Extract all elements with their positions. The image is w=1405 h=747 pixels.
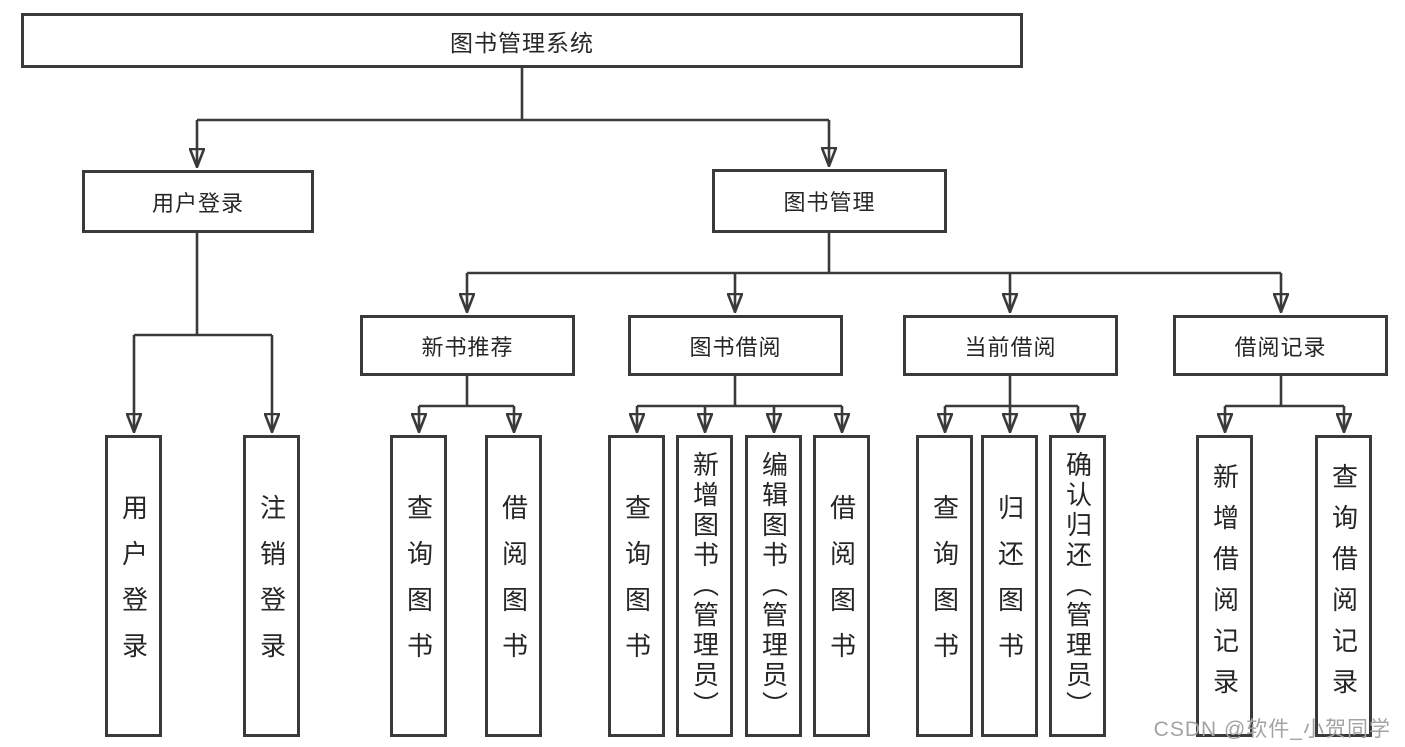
node-root-system: 图书管理系统 (21, 13, 1023, 68)
leaf-label: 编辑图书（管理员） (758, 451, 789, 721)
leaf-edit-books-admin: 编辑图书（管理员） (745, 435, 802, 737)
leaf-add-borrow-record: 新增借阅记录 (1196, 435, 1253, 737)
leaf-label: 借阅图书 (826, 494, 857, 678)
leaf-query-books-recommend: 查询图书 (390, 435, 447, 737)
leaf-label: 查询图书 (929, 494, 960, 678)
leaf-label: 用户登录 (118, 494, 149, 678)
leaf-borrow-books-recommend: 借阅图书 (485, 435, 542, 737)
leaf-label: 查询图书 (621, 494, 652, 678)
leaf-label: 归还图书 (994, 494, 1025, 678)
node-book-borrowing: 图书借阅 (628, 315, 843, 376)
leaf-user-login: 用户登录 (105, 435, 162, 737)
leaf-add-books-admin: 新增图书（管理员） (676, 435, 733, 737)
leaf-logout: 注销登录 (243, 435, 300, 737)
leaf-label: 查询图书 (403, 494, 434, 678)
leaf-borrow-books: 借阅图书 (813, 435, 870, 737)
leaf-label: 确认归还（管理员） (1062, 451, 1093, 721)
node-user-login: 用户登录 (82, 170, 314, 233)
leaf-label: 新增图书（管理员） (689, 451, 720, 721)
leaf-label: 查询借阅记录 (1328, 463, 1359, 709)
leaf-label: 新增借阅记录 (1209, 463, 1240, 709)
leaf-return-books: 归还图书 (981, 435, 1038, 737)
node-book-management: 图书管理 (712, 169, 947, 233)
leaf-query-books-current: 查询图书 (916, 435, 973, 737)
csdn-watermark: CSDN @软件_小贺同学 (1153, 718, 1391, 741)
leaf-confirm-return-admin: 确认归还（管理员） (1049, 435, 1106, 737)
leaf-query-borrow-record: 查询借阅记录 (1315, 435, 1372, 737)
leaf-label: 借阅图书 (498, 494, 529, 678)
node-new-book-recommend: 新书推荐 (360, 315, 575, 376)
node-borrowing-records: 借阅记录 (1173, 315, 1388, 376)
leaf-label: 注销登录 (256, 494, 287, 678)
node-current-borrowing: 当前借阅 (903, 315, 1118, 376)
leaf-query-books-borrow: 查询图书 (608, 435, 665, 737)
